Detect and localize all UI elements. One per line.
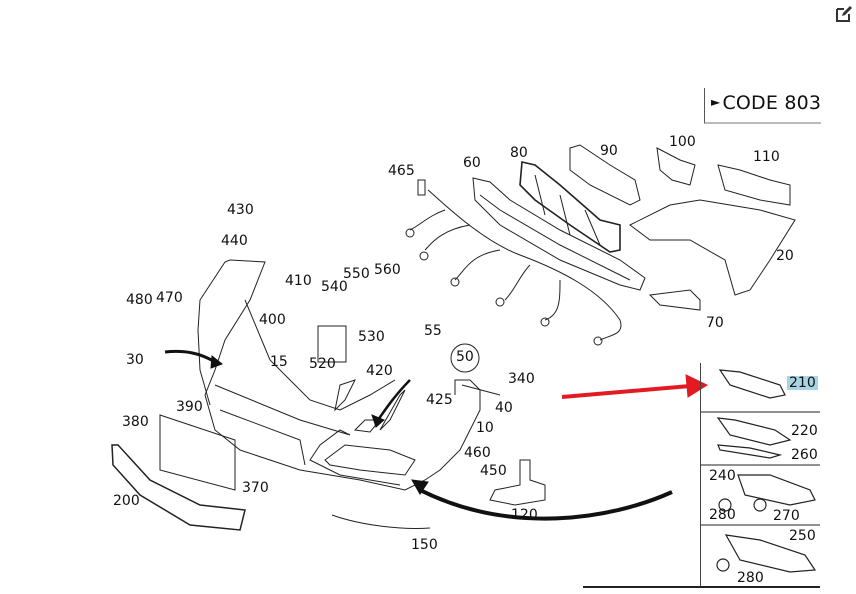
part-label-440[interactable]: 440 [221,233,248,249]
bracket-90-drawing [569,144,641,206]
code-label: ►CODE 803 [711,92,821,114]
part-label-430[interactable]: 430 [227,202,254,218]
part-label-10[interactable]: 10 [476,420,494,436]
part-label-70[interactable]: 70 [706,315,724,331]
bumper-carrier-drawing [519,161,621,253]
code-label-box: ►CODE 803 [704,88,821,124]
license-plate-bracket-370-drawing [159,414,236,491]
side-panel-drawings [716,369,817,573]
variant-label-280[interactable]: 280 [709,507,736,523]
grille-240-drawing [737,474,816,506]
control-unit-520-drawing [317,325,347,363]
variant-label-250[interactable]: 250 [789,528,816,544]
edit-icon [836,6,852,22]
part-label-450[interactable]: 450 [480,463,507,479]
bottom-rule [583,586,820,588]
part-label-200[interactable]: 200 [113,493,140,509]
arrow-240 [419,488,673,521]
part-label-390[interactable]: 390 [176,399,203,415]
part-label-530[interactable]: 530 [358,329,385,345]
part-label-15[interactable]: 15 [270,354,288,370]
part-label-550[interactable]: 550 [343,266,370,282]
part-label-60[interactable]: 60 [463,155,481,171]
part-label-465[interactable]: 465 [388,163,415,179]
variant-label-240[interactable]: 240 [709,468,736,484]
part-label-560[interactable]: 560 [374,262,401,278]
part-label-55[interactable]: 55 [424,323,442,339]
arrow-30 [164,349,216,364]
part-label-520[interactable]: 520 [309,356,336,372]
part-label-380[interactable]: 380 [122,414,149,430]
variant-label-260[interactable]: 260 [791,447,818,463]
ring-280-drawing [718,498,732,512]
part-label-460[interactable]: 460 [464,445,491,461]
callout-circle-50 [450,343,480,373]
red-pointer-arrow [561,374,709,399]
bracket-100-drawing [656,147,696,186]
absorber-110-drawing [717,164,791,206]
arrow-right-icon: ► [711,95,721,109]
code-label-text: CODE 803 [722,92,822,114]
part-label-100[interactable]: 100 [669,134,696,150]
part-label-120[interactable]: 120 [511,507,538,523]
variant-label-270[interactable]: 270 [773,508,800,524]
part-label-50[interactable]: 50 [456,349,474,365]
grille-220-drawing [716,417,792,446]
variant-label-220[interactable]: 220 [791,423,818,439]
part-label-370[interactable]: 370 [242,480,269,496]
grille-210-drawing [718,369,786,399]
grille-250-drawing [724,534,817,573]
part-label-20[interactable]: 20 [776,248,794,264]
guide-70-drawing [648,289,701,311]
variant-label-280b[interactable]: 280 [737,570,764,586]
part-label-40[interactable]: 40 [495,400,513,416]
part-label-480[interactable]: 480 [126,292,153,308]
part-label-80[interactable]: 80 [510,145,528,161]
ring-270-drawing [753,498,767,512]
ring-280b-drawing [716,558,730,572]
arrow-50 [376,379,411,421]
part-label-110[interactable]: 110 [753,149,780,165]
part-label-425[interactable]: 425 [426,392,453,408]
wiring-harness-drawing [405,179,622,346]
part-label-540[interactable]: 540 [321,279,348,295]
part-label-150[interactable]: 150 [411,537,438,553]
trim-strip-150-drawing [331,514,431,529]
pointer-arrows [164,349,673,521]
bracket-120-drawing [489,459,546,506]
part-label-340[interactable]: 340 [508,371,535,387]
part-label-400[interactable]: 400 [259,312,286,328]
energy-absorber-drawing [472,177,646,291]
grille-200-drawing [111,444,246,531]
side-bracket-20-drawing [629,199,796,296]
variant-label-210[interactable]: 210 [787,375,818,391]
strip-260-drawing [717,444,783,459]
edit-button[interactable] [834,4,854,24]
part-label-470[interactable]: 470 [156,290,183,306]
part-label-410[interactable]: 410 [285,273,312,289]
variant-panel [700,363,821,587]
part-label-90[interactable]: 90 [600,143,618,159]
part-label-30[interactable]: 30 [126,352,144,368]
part-label-420[interactable]: 420 [366,363,393,379]
bumper-cover-drawing [197,259,481,491]
